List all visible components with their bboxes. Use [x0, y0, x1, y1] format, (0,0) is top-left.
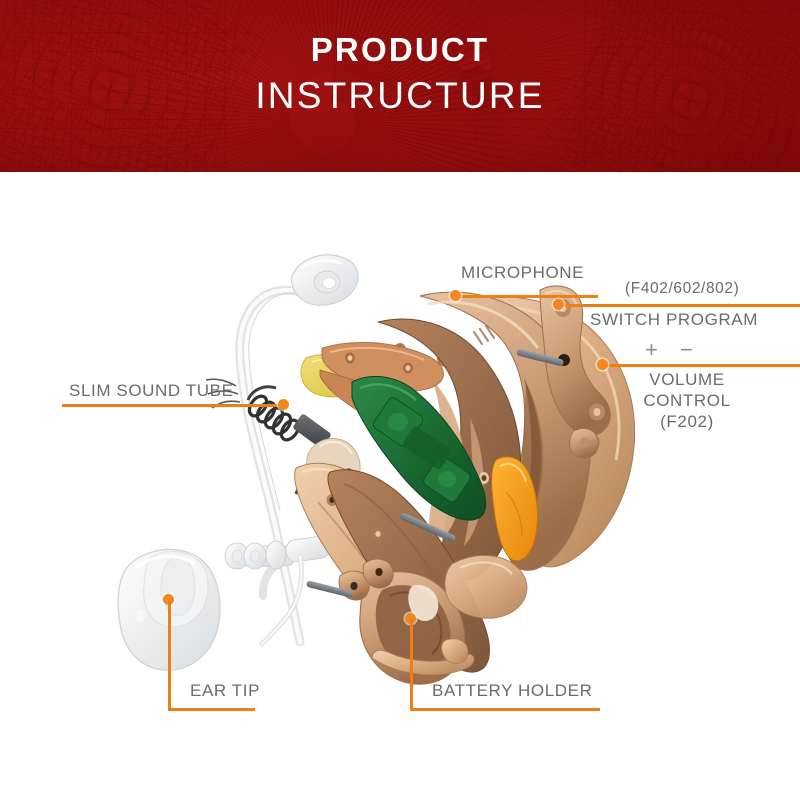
pcb-board-art: [351, 376, 487, 521]
callout-battery-holder-hline: [410, 708, 600, 711]
callout-slim-sound-tube-dot: [278, 399, 289, 410]
exploded-view-diagram: MICROPHONE (F402/602/802) SWITCH PROGRAM…: [0, 172, 800, 800]
page-title: PRODUCT: [310, 31, 490, 68]
callout-volume-line1: VOLUME: [649, 370, 725, 389]
callout-microphone-dot: [450, 290, 461, 301]
callout-switch-program-line: [558, 304, 800, 307]
callout-volume-control-line: [602, 364, 800, 367]
slim-sound-tube-art: [235, 254, 359, 647]
callout-microphone-line: [455, 295, 598, 298]
callout-microphone-label: MICROPHONE: [461, 263, 585, 282]
banner-guilloche-pattern: [0, 0, 800, 172]
callout-volume-control-dot: [597, 359, 608, 370]
callout-volume-line2: CONTROL: [643, 391, 731, 410]
callout-ear-tip-vline: [168, 600, 171, 710]
tube-connector-art: [224, 535, 331, 647]
callout-switch-program-label: SWITCH PROGRAM: [590, 310, 759, 329]
callout-ear-tip-label: EAR TIP: [190, 681, 261, 700]
callout-battery-holder-label: BATTERY HOLDER: [432, 681, 593, 700]
shell-tail-art: [444, 555, 528, 619]
banner-text-block: PRODUCT INSTRUCTURE: [0, 30, 800, 119]
callout-ear-tip-hline: [168, 708, 255, 711]
callout-battery-holder-dot: [405, 613, 416, 624]
product-illustration: [117, 254, 636, 685]
callout-volume-symbols: + −: [645, 337, 701, 362]
callout-slim-sound-tube-label: SLIM SOUND TUBE: [69, 381, 234, 400]
page-subtitle: INSTRUCTURE: [255, 75, 545, 116]
hinge-pin-art: [400, 513, 456, 542]
callout-volume-model: (F202): [660, 412, 714, 431]
flex-strip-art: [491, 456, 538, 562]
callout-ear-tip-dot: [163, 594, 174, 605]
callout-battery-holder-vline: [410, 619, 413, 710]
callout-slim-sound-tube-line: [62, 404, 284, 407]
header-banner: PRODUCT INSTRUCTURE: [0, 0, 800, 172]
callout-switch-program-model: (F402/602/802): [625, 280, 740, 297]
callout-volume-control-label: VOLUME CONTROL (F202): [612, 369, 762, 432]
callout-switch-program-dot: [553, 299, 564, 310]
